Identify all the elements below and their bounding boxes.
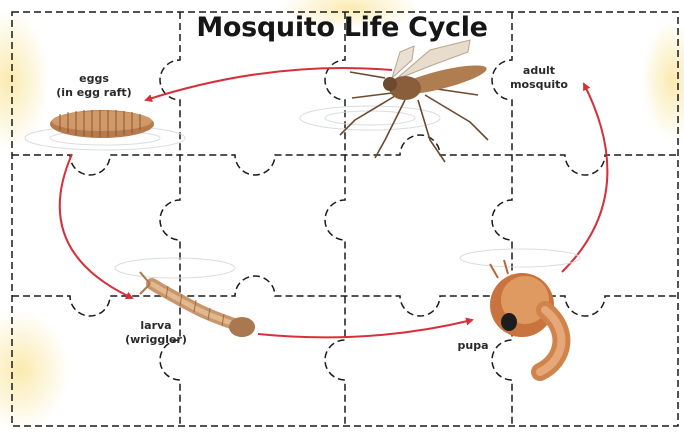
label-adult-text: adult mosquito [494,64,584,92]
label-pupa: pupa [443,339,503,353]
adult-mosquito-illustration [340,40,489,162]
egg-raft-illustration [50,110,154,138]
label-eggs: eggs (in egg raft) [34,72,154,100]
label-eggs-text: eggs (in egg raft) [34,72,154,100]
page-title: Mosquito Life Cycle [0,12,684,43]
label-pupa-text: pupa [443,339,503,353]
label-adult: adult mosquito [494,64,584,92]
label-larva: larva (wriggler) [106,319,206,347]
pupa-illustration [490,260,561,372]
label-larva-text: larva (wriggler) [106,319,206,347]
